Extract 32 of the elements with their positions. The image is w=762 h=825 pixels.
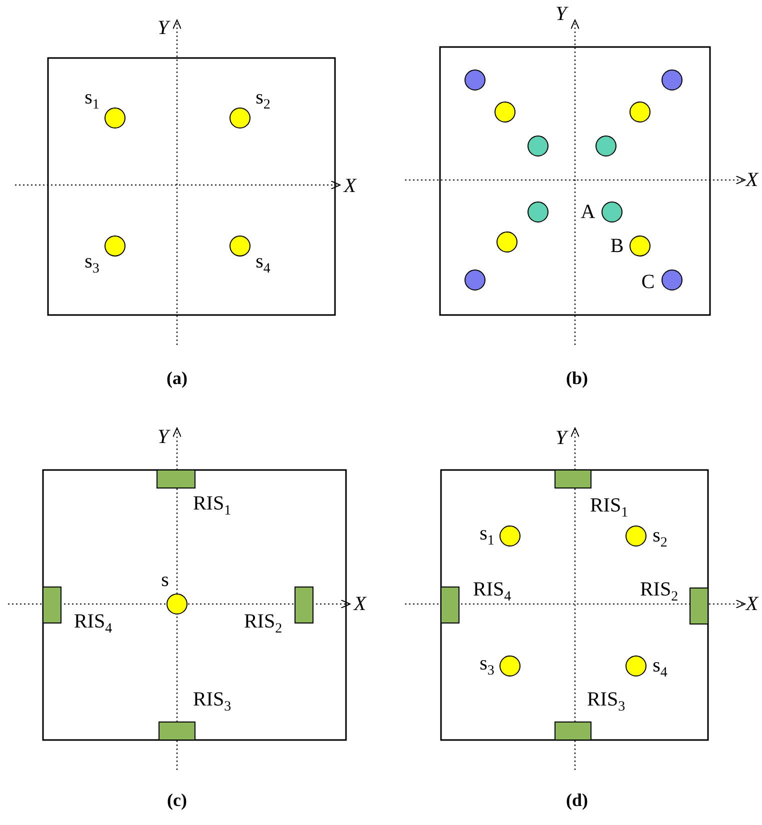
point-label: s <box>161 570 169 590</box>
point-label: s$_{3}$ <box>480 654 494 678</box>
point-label: s$_{1}$ <box>84 88 100 112</box>
panel-caption: (d) <box>566 791 588 809</box>
ris-label: RIS$_{4}$ <box>74 612 112 636</box>
axis-label: X <box>746 170 758 190</box>
point-label: s$_{2}$ <box>256 88 270 112</box>
panel-caption: (a) <box>166 369 188 387</box>
panel-caption: (b) <box>566 369 588 387</box>
ris-label: RIS$_{3}$ <box>586 690 626 714</box>
point-label: s$_{1}$ <box>480 524 494 548</box>
ris-label: RIS$_{3}$ <box>192 690 232 714</box>
point-label: C <box>641 272 655 292</box>
ris-label: RIS$_{4}$ <box>472 580 512 604</box>
panel-caption: (c) <box>167 791 187 809</box>
axis-label: X <box>344 176 356 196</box>
point-label: B <box>610 236 624 256</box>
point-label: s$_{4}$ <box>256 252 270 276</box>
point-label: s$_{4}$ <box>652 656 668 680</box>
ris-label: RIS$_{1}$ <box>192 494 232 518</box>
point-label: s$_{3}$ <box>84 252 100 276</box>
ris-label: RIS$_{2}$ <box>244 612 282 636</box>
axis-label: Y <box>555 4 567 24</box>
axis-label: X <box>746 594 758 614</box>
axis-label: Y <box>157 18 169 38</box>
ris-label: RIS$_{1}$ <box>590 496 628 520</box>
axis-label: Y <box>555 428 567 448</box>
axis-label: X <box>354 594 366 614</box>
ris-label: RIS$_{2}$ <box>640 580 678 604</box>
point-label: s$_{2}$ <box>652 526 668 550</box>
point-label: A <box>580 202 596 222</box>
axis-label: Y <box>157 427 169 447</box>
